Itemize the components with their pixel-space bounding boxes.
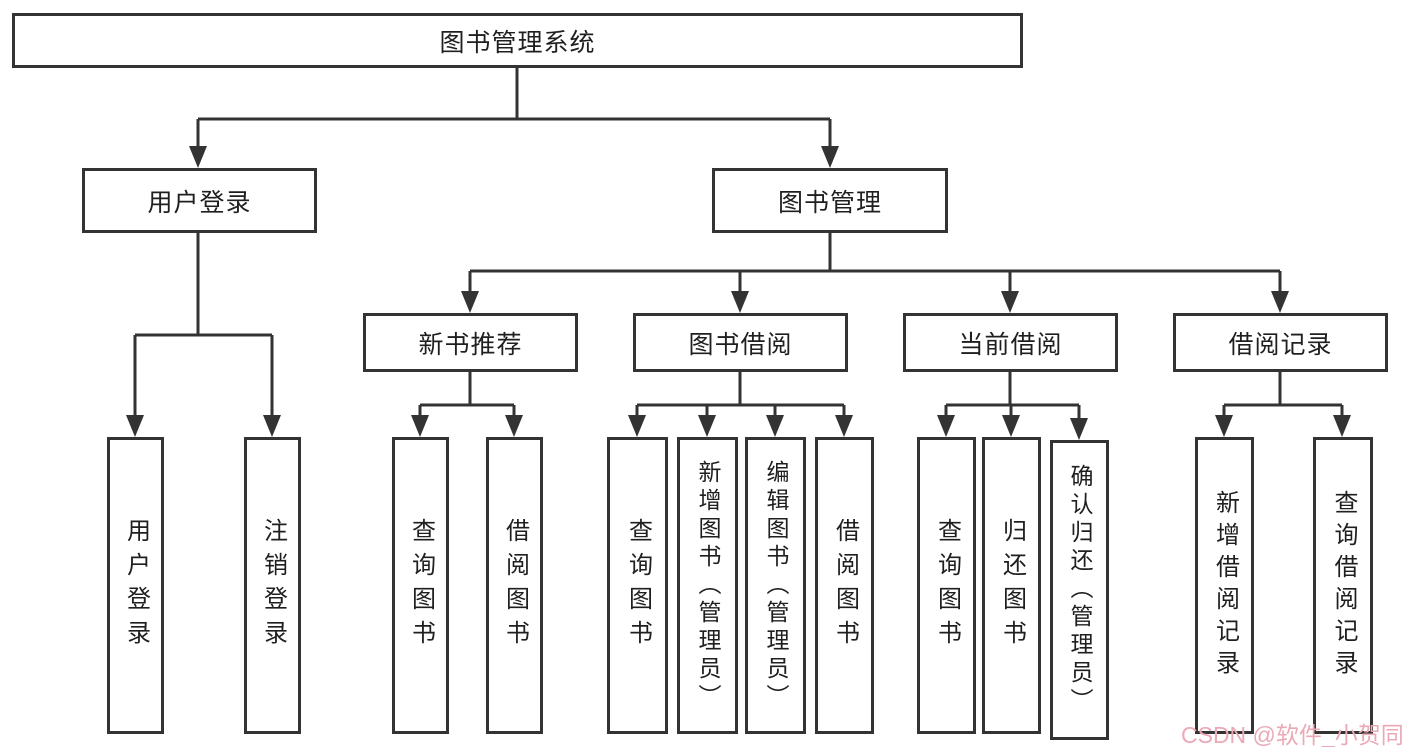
node-borrow-record-label: 借阅记录 <box>1228 330 1333 359</box>
leaf-borrow-add-admin: 新增图书（管理员） <box>677 437 738 734</box>
leaf-user-login: 用户登录 <box>107 437 164 734</box>
leaf-newbook-borrow-label: 借阅图书 <box>501 517 529 654</box>
leaf-borrow-add-admin-label: 新增图书（管理员） <box>695 459 721 712</box>
leaf-current-query-label: 查询图书 <box>933 517 961 654</box>
node-book-management: 图书管理 <box>712 168 948 233</box>
leaf-newbook-query: 查询图书 <box>392 437 449 734</box>
node-current-borrow-label: 当前借阅 <box>958 330 1063 359</box>
leaf-current-query: 查询图书 <box>917 437 976 734</box>
node-current-borrow: 当前借阅 <box>903 313 1118 372</box>
leaf-current-return-label: 归还图书 <box>998 517 1026 654</box>
node-user-login: 用户登录 <box>82 168 317 233</box>
leaf-record-add: 新增借阅记录 <box>1195 437 1254 734</box>
leaf-borrow-borrow: 借阅图书 <box>815 437 874 734</box>
leaf-record-query-label: 查询借阅记录 <box>1330 489 1357 682</box>
leaf-borrow-edit-admin-label: 编辑图书（管理员） <box>763 459 789 712</box>
leaf-record-add-label: 新增借阅记录 <box>1211 489 1239 682</box>
leaf-newbook-query-label: 查询图书 <box>407 517 435 654</box>
leaf-record-query: 查询借阅记录 <box>1313 437 1373 734</box>
leaf-borrow-query-label: 查询图书 <box>624 517 652 654</box>
leaf-borrow-edit-admin: 编辑图书（管理员） <box>745 437 806 734</box>
node-user-login-label: 用户登录 <box>147 188 252 217</box>
leaf-current-confirm-admin-label: 确认归还（管理员） <box>1067 464 1093 716</box>
leaf-current-confirm-admin: 确认归还（管理员） <box>1050 440 1109 740</box>
node-new-book-recommend: 新书推荐 <box>363 313 578 372</box>
leaf-borrow-query: 查询图书 <box>607 437 668 734</box>
node-book-management-label: 图书管理 <box>777 188 882 217</box>
leaf-logout: 注销登录 <box>244 437 301 734</box>
node-borrow-record: 借阅记录 <box>1173 313 1388 372</box>
node-book-borrow: 图书借阅 <box>633 313 848 372</box>
leaf-user-login-label: 用户登录 <box>122 517 150 654</box>
node-new-book-recommend-label: 新书推荐 <box>418 330 523 359</box>
leaf-current-return: 归还图书 <box>982 437 1041 734</box>
leaf-newbook-borrow: 借阅图书 <box>486 437 543 734</box>
node-root-label: 图书管理系统 <box>439 28 596 57</box>
leaf-logout-label: 注销登录 <box>259 517 287 654</box>
leaf-borrow-borrow-label: 借阅图书 <box>831 517 859 654</box>
node-root: 图书管理系统 <box>12 13 1023 68</box>
node-book-borrow-label: 图书借阅 <box>688 330 793 359</box>
watermark-text: CSDN @软件_小贺同学 <box>1181 722 1405 747</box>
